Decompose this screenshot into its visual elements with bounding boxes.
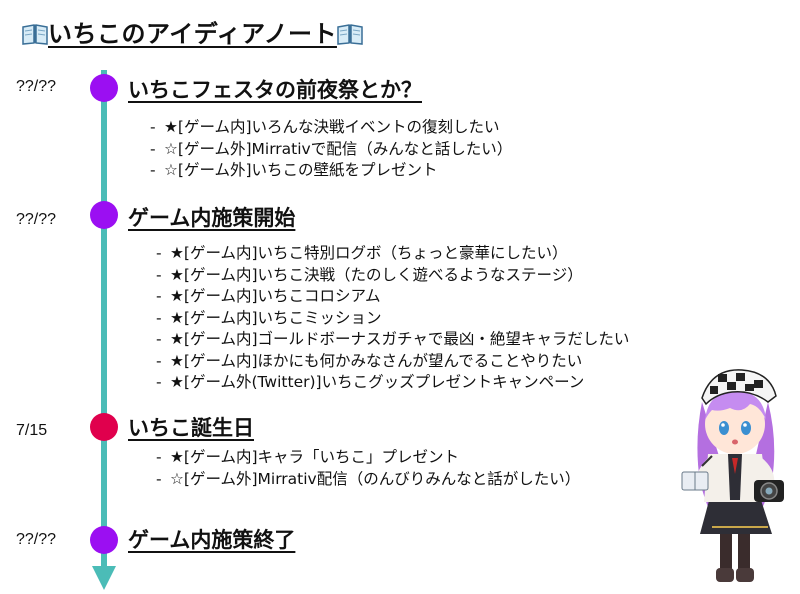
timeline-line — [101, 70, 107, 570]
open-book-icon — [22, 23, 48, 45]
list-item: -★[ゲーム内]いちこ特別ログボ（ちょっと豪華にしたい） — [156, 244, 568, 262]
milestone-date: ??/?? — [16, 78, 57, 95]
milestone-heading: いちこフェスタの前夜祭とか？ — [128, 78, 422, 102]
list-item: -★[ゲーム内]キャラ「いちこ」プレゼント — [156, 448, 460, 466]
list-item: -★[ゲーム内]ほかにも何かみなさんが望んでることやりたい — [156, 351, 583, 370]
milestone-item-list: -★[ゲーム内]キャラ「いちこ」プレゼント -☆[ゲーム外]Mirrativ配信… — [156, 447, 580, 490]
milestone-dot — [90, 201, 118, 229]
list-item: -★[ゲーム内]いちこ決戦（たのしく遊べるようなステージ） — [156, 265, 583, 284]
milestone-heading: いちこ誕生日 — [128, 416, 254, 440]
milestone-heading: ゲーム内施策開始 — [128, 206, 296, 230]
timeline-arrow-icon — [92, 566, 116, 590]
list-item: -★[ゲーム内]いちこコロシアム — [156, 287, 381, 305]
list-item: -★[ゲーム内]いろんな決戦イベントの復刻したい — [150, 118, 500, 136]
page-title: いちこのアイディアノート — [22, 14, 363, 49]
list-item: -☆[ゲーム外]Mirrativで配信（みんなと話したい） — [150, 139, 513, 158]
open-book-icon — [337, 23, 363, 45]
list-item: -★[ゲーム外(Twitter)]いちこグッズプレゼントキャンペーン — [156, 373, 585, 391]
page-title-text: いちこのアイディアノート — [48, 20, 337, 48]
milestone-dot — [90, 526, 118, 554]
milestone-item-list: -★[ゲーム内]いちこ特別ログボ（ちょっと豪華にしたい） -★[ゲーム内]いちこ… — [156, 243, 629, 394]
list-item: -★[ゲーム内]ゴールドボーナスガチャで最凶・絶望キャラだしたい — [156, 330, 630, 348]
list-item: -★[ゲーム内]いちこミッション — [156, 308, 382, 327]
milestone-dot — [90, 74, 118, 102]
milestone-dot — [90, 413, 118, 441]
milestone-date: 7/15 — [16, 422, 48, 439]
list-item: -☆[ゲーム外]Mirrativ配信（のんびりみんなと話がしたい） — [156, 469, 581, 488]
milestone-date: ??/?? — [16, 211, 57, 228]
list-item: -☆[ゲーム外]いちこの壁紙をプレゼント — [150, 161, 438, 179]
milestone-item-list: -★[ゲーム内]いろんな決戦イベントの復刻したい -☆[ゲーム外]Mirrati… — [150, 117, 512, 182]
ichiko-character-illustration — [672, 362, 790, 588]
milestone-date: ??/?? — [16, 531, 57, 548]
milestone-heading: ゲーム内施策終了 — [128, 528, 296, 552]
